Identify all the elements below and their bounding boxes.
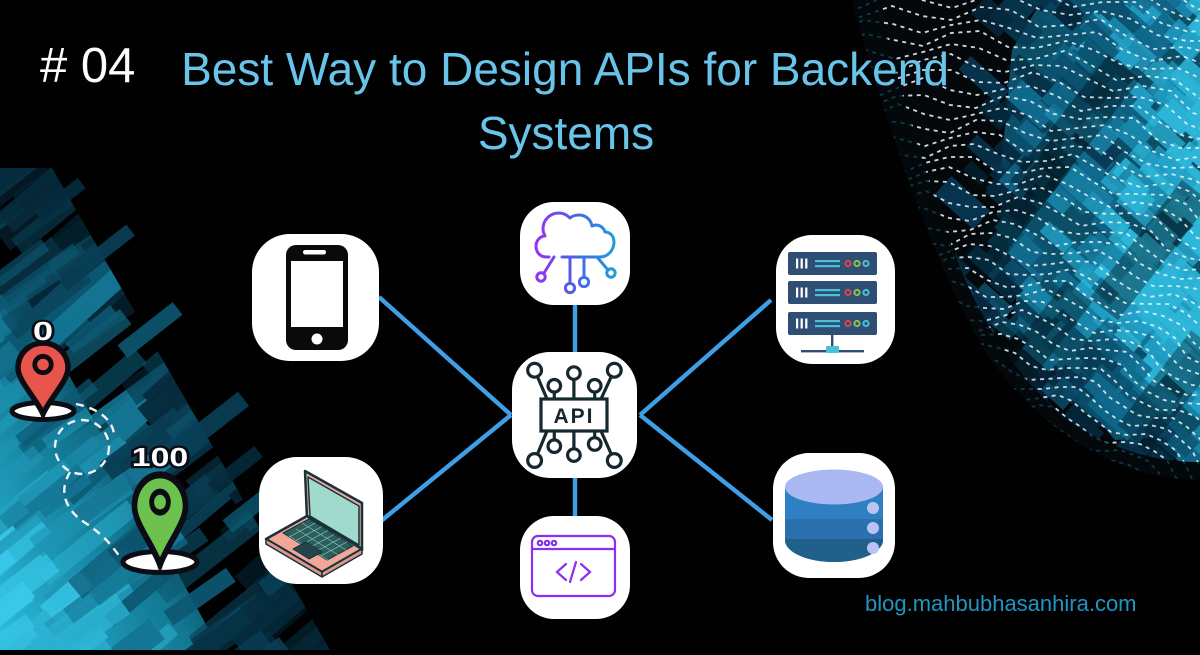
svg-text:100: 100 [132,444,188,472]
svg-text:API: API [553,405,594,428]
svg-text:# 04: # 04 [40,39,135,93]
svg-text:Best Way to Design APIs for Ba: Best Way to Design APIs for Backend [181,43,949,95]
svg-text:0: 0 [33,316,53,346]
svg-text:blog.mahbubhasanhira.com: blog.mahbubhasanhira.com [865,591,1137,616]
svg-text:Systems: Systems [478,107,654,159]
